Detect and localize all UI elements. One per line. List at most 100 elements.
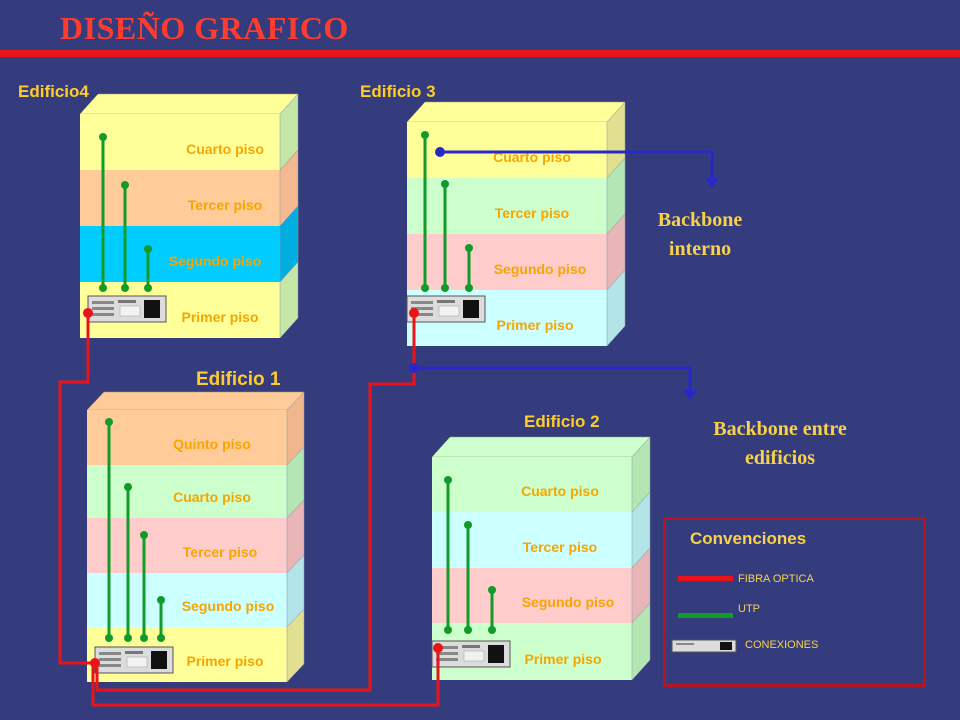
edificio2-utp-top-node-3 [488, 586, 496, 594]
legend-utp-label: UTP [738, 603, 760, 615]
edificio3-utp-bottom-node-3 [465, 284, 473, 292]
backbone-entre-line2: edificios [745, 447, 815, 469]
edificio4-connection-device-slot-3 [92, 313, 114, 316]
edificio3-floor-side-4 [606, 269, 626, 347]
edificio2-floor-3 [432, 568, 632, 623]
fiber-edificio1-to-edificio2 [91, 648, 440, 707]
backbone-entre-edificios-label: Backbone entre edificios [690, 415, 870, 473]
edificio4-floor-label-3: Segundo piso [169, 253, 262, 269]
edificio1-floor-label-4: Segundo piso [182, 598, 275, 614]
fiber-edificio4-to-edificio1 [58, 313, 95, 665]
edificio3-utp-bottom-node-1 [421, 284, 429, 292]
edificio2-connection-device-badge [462, 645, 480, 648]
backbone-entre-line1: Backbone entre [713, 418, 847, 440]
edificio2-connection-device-slot-1 [436, 646, 458, 649]
backbone-entre-edificios-line [414, 366, 692, 390]
edificio4-floor-label-4: Primer piso [181, 309, 258, 325]
legend-box [663, 517, 926, 687]
backbone-interno-line1: Backbone [657, 209, 743, 231]
edificio4-connection-device-badge [118, 300, 136, 303]
edificio1-connection-device-slot-1 [99, 652, 121, 655]
legend-fibra-swatch [678, 576, 733, 581]
edificio3-utp-top-node-3 [465, 244, 473, 252]
edificio1-roof [86, 391, 305, 411]
edificio4-roof [79, 93, 299, 115]
edificio1-utp-bottom-node-2 [124, 634, 132, 642]
edificio3-connection-device-slot-1 [411, 301, 433, 304]
edificio1-utp-top-node-4 [157, 596, 165, 604]
edificio1-floor-3 [87, 518, 287, 573]
edificio4-floor-label-1: Cuarto piso [186, 141, 264, 157]
edificio2-floor-1 [432, 457, 632, 512]
edificio2-connection-device-slot-2 [436, 652, 458, 655]
edificio1-utp-top-node-1 [105, 418, 113, 426]
edificio4-utp-top-node-3 [144, 245, 152, 253]
edificio2-floor-side-4 [631, 602, 651, 681]
edificio2-connection-device-panel [463, 650, 485, 662]
legend-fibra-label: FIBRA OPTICA [738, 573, 814, 585]
backbone-interno-arrowhead [705, 178, 719, 188]
edificio1-connection-device-slot-2 [99, 658, 121, 661]
edificio1-name: Edificio 1 [196, 369, 281, 390]
edificio4-floor-label-2: Tercer piso [188, 197, 262, 213]
backbone-interno-line2: interno [668, 238, 732, 260]
edificio4-floor-3 [80, 226, 280, 282]
edificio2-connection-device-slot-3 [436, 658, 458, 661]
edificio4-floor-side-4 [279, 261, 299, 339]
title-divider [0, 50, 960, 57]
edificio4-connection-device-port [144, 300, 160, 318]
edificio2-utp-bottom-node-1 [444, 626, 452, 634]
edificio2-floor-label-4: Primer piso [524, 651, 601, 667]
edificio1-utp-top-node-3 [140, 531, 148, 539]
fiber-node-edificio4 [83, 308, 93, 318]
edificio1-floor-side-5 [286, 608, 305, 683]
edificio2-connection-device [431, 640, 511, 668]
fiber-node-edificio3 [409, 308, 419, 318]
edificio3-connection-device [406, 295, 486, 323]
edificio1-floor-label-3: Tercer piso [183, 544, 257, 560]
edificio1-floor-label-1: Quinto piso [173, 436, 251, 452]
edificio3-floor-2 [407, 178, 607, 234]
edificio3-floor-label-3: Segundo piso [494, 261, 587, 277]
edificio2-utp-top-node-1 [444, 476, 452, 484]
backbone-entre-edificios-node [409, 363, 419, 373]
edificio3-floor-label-4: Primer piso [496, 317, 573, 333]
edificio4-floor-2 [80, 170, 280, 226]
edificio3-floor-label-2: Tercer piso [495, 205, 569, 221]
edificio1-utp-bottom-node-3 [140, 634, 148, 642]
edificio4-name: Edificio4 [18, 82, 89, 101]
edificio2-utp-bottom-node-2 [464, 626, 472, 634]
edificio1-floor-label-5: Primer piso [186, 653, 263, 669]
edificio4-utp-bottom-node-2 [121, 284, 129, 292]
edificio4-utp-top-node-2 [121, 181, 129, 189]
edificio1-connection-device [94, 646, 174, 674]
legend-utp-swatch [678, 613, 733, 618]
edificio3-connection-device-port [463, 300, 479, 318]
edificio1-utp-bottom-node-1 [105, 634, 113, 642]
edificio2-floor-label-1: Cuarto piso [521, 483, 599, 499]
edificio1-floor-2 [87, 465, 287, 518]
edificio3-roof [406, 101, 626, 123]
edificio2-utp-bottom-node-3 [488, 626, 496, 634]
edificio2-floor-2 [432, 512, 632, 568]
edificio2-connection-device-port [488, 645, 504, 663]
edificio1-connection-device-slot-3 [99, 664, 121, 667]
edificio3-name: Edificio 3 [360, 82, 436, 101]
edificio3-connection-device-slot-2 [411, 307, 433, 310]
edificio1-utp-top-node-2 [124, 483, 132, 491]
edificio1-floor-label-2: Cuarto piso [173, 489, 251, 505]
backbone-interno-node [435, 147, 445, 157]
edificio1-connection-device-badge [125, 651, 143, 654]
edificio3-floor-3 [407, 234, 607, 290]
fiber-node-edificio2 [433, 643, 443, 653]
edificio1-floor-1 [87, 410, 287, 465]
edificio2-floor-label-3: Segundo piso [522, 594, 615, 610]
edificio3-utp-top-node-1 [421, 131, 429, 139]
backbone-interno-label: Backbone interno [640, 206, 760, 264]
edificio2-name: Edificio 2 [524, 412, 600, 431]
edificio1-connection-device-port [151, 651, 167, 669]
edificio4-connection-device-slot-2 [92, 307, 114, 310]
legend-conexiones-swatch-slot [676, 643, 694, 645]
edificio2-floor-label-2: Tercer piso [523, 539, 597, 555]
